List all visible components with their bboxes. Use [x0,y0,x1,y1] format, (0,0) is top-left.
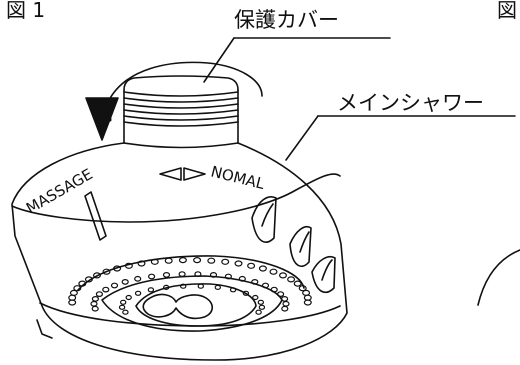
spray-nozzle [179,283,187,289]
spray-nozzle [242,290,250,296]
spray-nozzle [281,296,289,302]
spray-nozzle [279,272,288,279]
spray-nozzle [251,279,259,285]
spray-nozzle [164,257,173,264]
spray-nozzle [238,275,246,282]
spray-nozzle [224,273,232,280]
spray-nozzle [95,291,104,298]
showerhead-body [11,142,348,361]
spray-nozzle [102,268,111,275]
spray-nozzle [73,285,82,292]
spray-nozzle [269,268,278,275]
spray-nozzle [178,271,186,278]
next-figure-fragment [477,249,520,306]
spray-nozzle [270,286,278,293]
spray-nozzle [258,304,266,310]
spray-nozzle [207,257,216,264]
spray-nozzle [124,262,133,269]
spray-nozzle [69,289,78,296]
spray-nozzle [91,305,99,312]
spray-nozzle [91,296,100,302]
spray-nozzle [261,282,270,289]
spray-nozzle [214,284,221,290]
spray-nozzle [102,286,110,293]
spray-nozzle [134,290,142,296]
next-figure-label: 図 [497,0,517,22]
spray-nozzle [162,272,171,278]
threaded-neck [123,75,239,149]
spray-nozzle [119,299,127,305]
spray-nozzle [303,299,312,306]
figure-label: 図 1 [6,0,46,22]
spray-nozzle [281,305,289,312]
spray-nozzle [125,294,132,301]
spray-nozzle [234,260,243,267]
spray-nozzle [287,276,296,283]
spray-nozzle [252,294,259,301]
spray-nozzle [257,299,264,305]
spray-nozzle [137,260,146,267]
spray-nozzle [298,285,307,292]
spray-nozzle [247,262,256,269]
main-shower-leader-line [285,115,516,161]
spray-nozzle [197,283,204,289]
spray-nozzle [221,258,230,265]
spray-nozzle [162,284,170,290]
normal-label: NOMAL [209,162,267,193]
spray-nozzle [90,300,98,307]
spray-nozzles [68,257,312,315]
cover-leader-line [203,37,391,83]
spray-nozzle [193,257,202,264]
spray-nozzle [148,273,156,280]
grip-fins [251,196,336,294]
rotation-arrow-icon [85,61,263,141]
spray-nozzle [209,272,218,278]
spray-nozzle [255,309,262,315]
spray-nozzle [92,272,101,279]
spray-nozzle [194,271,202,278]
spray-nozzle [121,279,129,285]
spray-nozzle [293,280,302,287]
spray-nozzle [229,287,237,293]
cover-callout-label: 保護カバー [234,8,339,32]
spray-nozzle [122,309,129,315]
spray-nozzle [178,257,187,264]
spray-nozzle [110,282,119,289]
spray-nozzle [78,280,87,287]
spray-nozzle [134,275,142,282]
spray-nozzle [118,304,126,310]
spray-nozzle [147,287,155,293]
massage-label: MASSAGE [23,165,96,217]
spray-nozzle [84,276,93,283]
spray-nozzle [258,265,267,272]
normal-direction-icon [183,167,206,181]
spray-nozzle [113,265,122,272]
spray-nozzle [282,300,290,307]
massage-direction-icon [159,167,182,181]
main-shower-callout-label: メインシャワー [337,91,484,115]
spray-nozzle [150,258,159,265]
spray-nozzle [277,291,285,298]
